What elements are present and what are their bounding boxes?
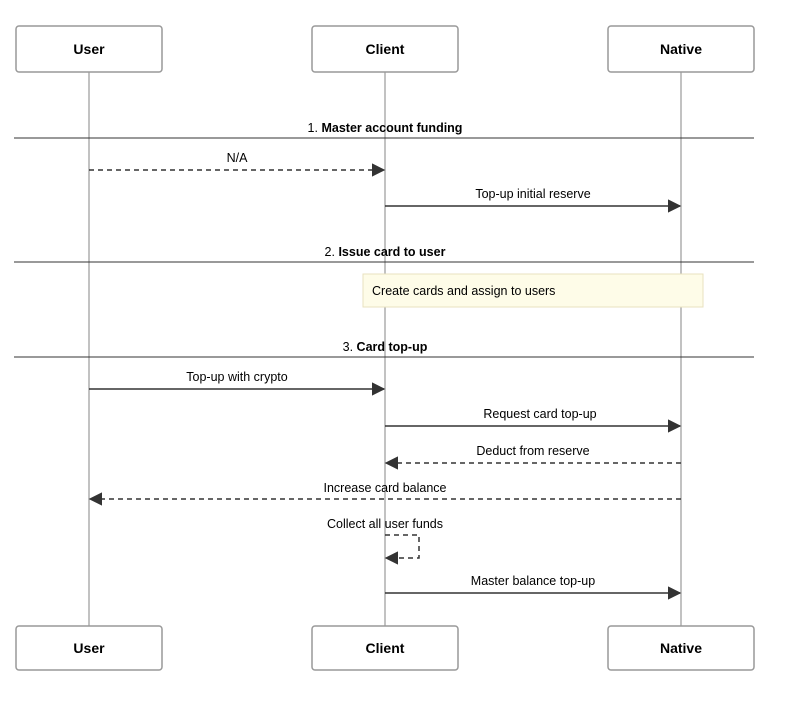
note-create-cards: Create cards and assign to users xyxy=(362,273,704,308)
participant-user-bottom-label: User xyxy=(73,640,105,656)
section-1-label: 1. Master account funding xyxy=(308,121,463,135)
message-request-card-topup-label: Request card top-up xyxy=(483,407,596,421)
section-3-title: Card top-up xyxy=(357,340,428,354)
section-3-label: 3. Card top-up xyxy=(343,340,428,354)
participant-client-label: Client xyxy=(366,41,405,57)
participant-client-bottom: Client xyxy=(311,625,459,671)
participant-client-bottom-label: Client xyxy=(366,640,405,656)
section-2-number: 2. xyxy=(325,245,335,259)
message-collect-funds-label: Collect all user funds xyxy=(327,517,443,531)
participant-native-top: Native xyxy=(607,25,755,73)
message-topup-reserve-label: Top-up initial reserve xyxy=(475,187,590,201)
participant-native-label: Native xyxy=(660,41,702,57)
participant-user-bottom: User xyxy=(15,625,163,671)
participant-native-bottom-label: Native xyxy=(660,640,702,656)
participant-native-bottom: Native xyxy=(607,625,755,671)
section-3-number: 3. xyxy=(343,340,353,354)
message-collect-funds-self-arrow xyxy=(384,534,420,565)
message-master-topup-label: Master balance top-up xyxy=(471,574,595,588)
section-1-number: 1. xyxy=(308,121,318,135)
section-2-label: 2. Issue card to user xyxy=(325,245,446,259)
participant-client-top: Client xyxy=(311,25,459,73)
section-1-title: Master account funding xyxy=(321,121,462,135)
participant-user-top: User xyxy=(15,25,163,73)
message-deduct-reserve-label: Deduct from reserve xyxy=(476,444,589,458)
message-topup-crypto-label: Top-up with crypto xyxy=(186,370,287,384)
note-create-cards-text: Create cards and assign to users xyxy=(372,284,555,298)
section-2-title: Issue card to user xyxy=(338,245,445,259)
message-increase-balance-label: Increase card balance xyxy=(324,481,447,495)
message-na-label: N/A xyxy=(227,151,249,165)
participant-user-label: User xyxy=(73,41,105,57)
